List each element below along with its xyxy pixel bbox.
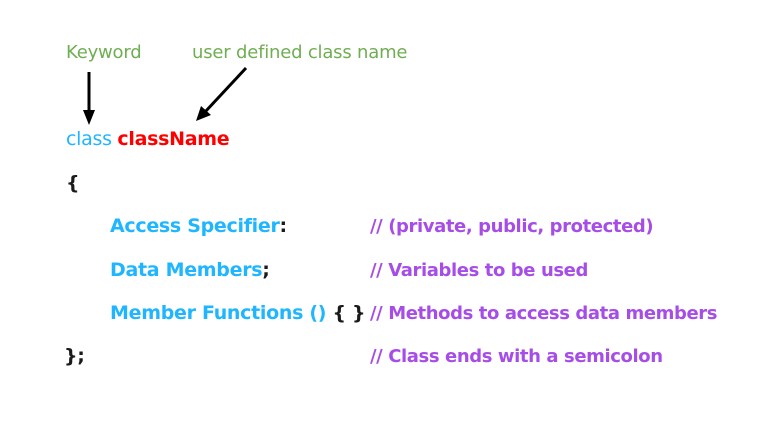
annotation-label-user-defined-class-name: user defined class name xyxy=(192,42,408,63)
code-line-access-specifier: Access Specifier: xyxy=(110,215,287,237)
code-punct-colon: : xyxy=(279,215,288,237)
code-member-data-members: Data Members xyxy=(110,259,263,281)
code-keyword-class: class xyxy=(66,128,112,150)
close-brace-semicolon: }; xyxy=(64,345,85,367)
code-line-close-brace: }; xyxy=(64,345,85,367)
code-class-name: className xyxy=(117,128,230,150)
code-line-data-members: Data Members; xyxy=(110,259,270,281)
code-punct-semicolon: ; xyxy=(262,259,270,281)
annotation-label-keyword: Keyword xyxy=(66,42,142,63)
comment-member-functions: // Methods to access data members xyxy=(370,303,718,324)
open-brace: { xyxy=(66,172,80,194)
comment-close-brace: // Class ends with a semicolon xyxy=(370,346,663,367)
comment-data-members: // Variables to be used xyxy=(370,260,588,281)
comment-access-specifier: // (private, public, protected) xyxy=(370,216,654,237)
code-line-open-brace: { xyxy=(66,172,80,194)
code-member-access-specifier: Access Specifier xyxy=(110,215,280,237)
code-member-member-functions: Member Functions () xyxy=(110,302,327,324)
code-line-member-functions: Member Functions () { } xyxy=(110,302,366,324)
code-function-body-braces: { } xyxy=(326,302,366,324)
code-line-declaration: class className xyxy=(66,128,230,150)
